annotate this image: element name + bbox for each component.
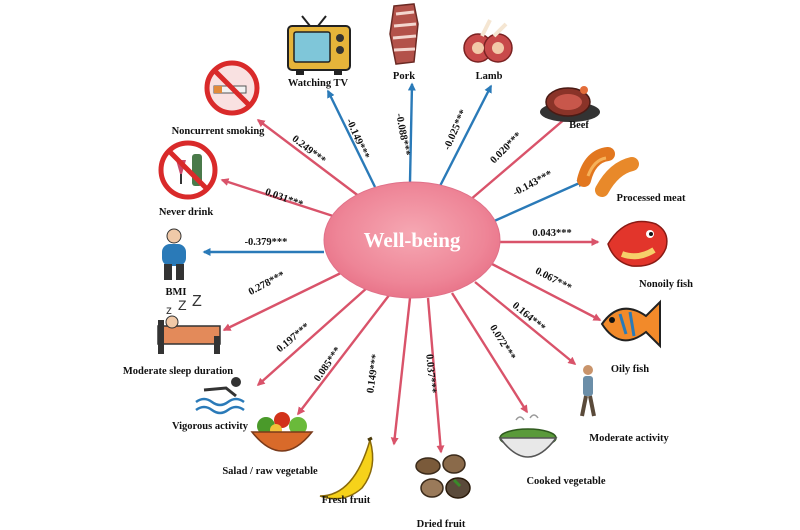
coef-beef: 0.020*** xyxy=(488,130,524,166)
label-lamb: Lamb xyxy=(476,71,503,82)
tv-icon xyxy=(287,15,351,75)
no-drinking-icon xyxy=(158,140,218,200)
no-smoking-icon xyxy=(204,60,260,116)
svg-text:z: z xyxy=(166,303,172,317)
arrow-never-drink xyxy=(220,178,334,218)
arrow-vigorous-activity xyxy=(256,286,369,386)
pork-icon xyxy=(389,3,419,65)
svg-text:Z: Z xyxy=(178,297,187,313)
label-salad: Salad / raw vegetable xyxy=(222,466,318,477)
coef-watching-tv: -0.149*** xyxy=(344,117,371,161)
cooked-vegetable-icon xyxy=(498,414,558,458)
oily-fish-icon xyxy=(600,299,661,349)
arrow-noncurrent-smoking xyxy=(256,119,361,198)
arrow-fresh-fruit xyxy=(390,297,412,446)
arrow-cooked-vegetable xyxy=(450,292,529,414)
label-never-drink: Never drink xyxy=(159,207,214,218)
label-bmi: BMI xyxy=(166,287,187,298)
coef-dried-fruit: 0.037*** xyxy=(423,354,437,394)
center-node: Well-being xyxy=(323,181,501,299)
arrow-sleep xyxy=(222,269,346,332)
arrow-processed-meat xyxy=(491,179,586,224)
arrow-pork xyxy=(407,82,416,183)
coef-never-drink: 0.031*** xyxy=(263,187,304,211)
salad-bowl-icon xyxy=(250,412,314,452)
arrow-beef xyxy=(469,111,575,201)
fish-icon xyxy=(607,220,668,267)
label-moderate-activity: Moderate activity xyxy=(589,433,669,444)
center-label: Well-being xyxy=(364,228,461,252)
person-icon xyxy=(162,228,186,280)
coef-noncurrent-smoking: 0.249*** xyxy=(290,134,328,167)
label-fresh-fruit: Fresh fruit xyxy=(322,495,371,506)
coef-salad: 0.085*** xyxy=(312,345,344,384)
coef-nonoily-fish: 0.043*** xyxy=(532,228,571,239)
label-pork: Pork xyxy=(393,71,415,82)
coef-moderate-activity: 0.164*** xyxy=(510,300,547,334)
coef-vigorous-activity: 0.197*** xyxy=(275,321,312,355)
arrow-salad xyxy=(297,293,391,416)
lamb-icon xyxy=(463,19,513,63)
coef-processed-meat: -0.143*** xyxy=(511,169,554,199)
banana-icon xyxy=(319,436,374,500)
coef-fresh-fruit: 0.149*** xyxy=(365,353,381,394)
label-noncurrent-smoking: Noncurrent smoking xyxy=(172,126,266,137)
label-processed-meat: Processed meat xyxy=(617,193,686,204)
sleeping-bed-icon: z Z Z xyxy=(157,293,221,354)
arrow-watching-tv xyxy=(326,89,377,188)
label-oily-fish: Oily fish xyxy=(611,364,649,375)
arrows-layer xyxy=(202,82,602,454)
label-vigorous-activity: Vigorous activity xyxy=(172,421,249,432)
swimmer-icon xyxy=(195,377,245,415)
label-watching-tv: Watching TV xyxy=(288,78,349,89)
beef-icon xyxy=(540,86,600,122)
label-dried-fruit: Dried fruit xyxy=(417,519,466,530)
arrow-dried-fruit xyxy=(426,297,445,454)
label-nonoily-fish: Nonoily fish xyxy=(639,279,693,290)
coef-bmi: -0.379*** xyxy=(245,237,288,248)
coef-sleep: 0.278*** xyxy=(247,270,287,298)
coef-lamb: -0.025*** xyxy=(442,108,469,152)
sausage-icon xyxy=(577,147,639,197)
walking-person-icon xyxy=(580,365,596,417)
svg-text:Z: Z xyxy=(192,293,202,310)
nuts-icon xyxy=(415,454,471,499)
label-beef: Beef xyxy=(569,120,589,131)
arrow-moderate-activity xyxy=(474,281,577,365)
coef-pork: -0.088*** xyxy=(393,112,411,156)
label-sleep: Moderate sleep duration xyxy=(123,366,233,377)
label-cooked-vegetable: Cooked vegetable xyxy=(526,476,605,487)
arrow-oily-fish xyxy=(491,262,602,322)
arrow-lamb xyxy=(438,84,493,187)
